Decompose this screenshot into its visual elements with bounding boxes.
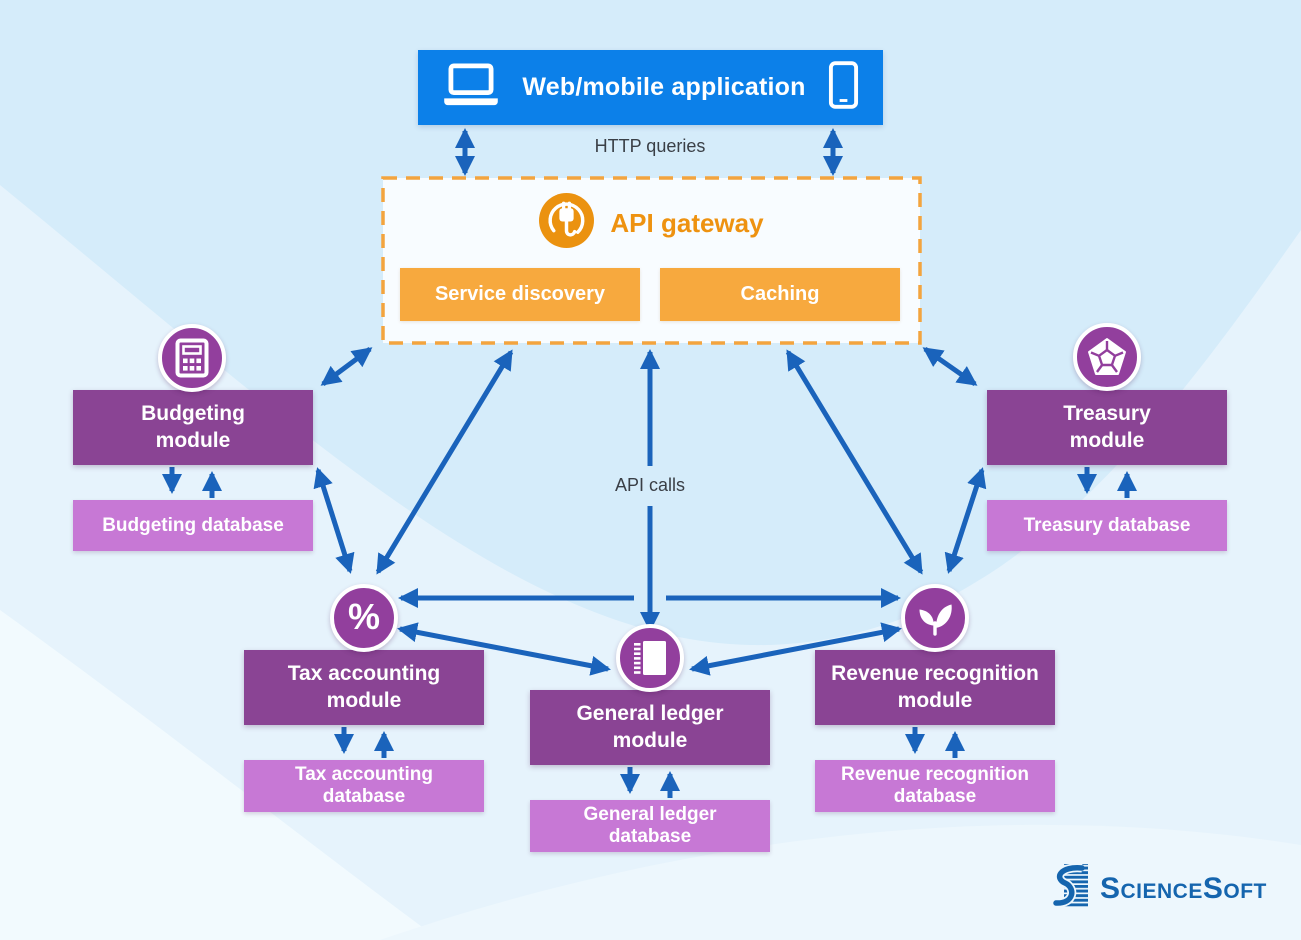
treasury-module-box: Treasury module xyxy=(987,390,1227,465)
sciencesoft-logo: ScienceSoft xyxy=(1048,862,1267,915)
laptop-icon xyxy=(442,63,500,112)
api-gateway-title: API gateway xyxy=(610,207,764,238)
service-discovery-box: Service discovery xyxy=(400,268,640,321)
caching-box: Caching xyxy=(660,268,900,321)
percent-icon: % xyxy=(330,584,398,652)
sciencesoft-logo-icon xyxy=(1048,862,1090,915)
smartphone-icon xyxy=(828,60,859,115)
arrow-gateway-tax xyxy=(375,349,514,575)
api-gateway-header: API gateway xyxy=(383,193,920,253)
gem-icon xyxy=(1073,323,1141,391)
budgeting-module-box: Budgeting module xyxy=(73,390,313,465)
app-title: Web/mobile application xyxy=(522,73,806,101)
budgeting-database-box: Budgeting database xyxy=(73,500,313,551)
tax-accounting-database-box: Tax accounting database xyxy=(244,760,484,812)
general-ledger-database-box: General ledger database xyxy=(530,800,770,852)
revenue-recognition-module-box: Revenue recognition module xyxy=(815,650,1055,725)
tax-accounting-module-box: Tax accounting module xyxy=(244,650,484,725)
arrow-budgeting-tax xyxy=(313,467,355,574)
leaf-icon xyxy=(901,584,969,652)
api-calls-label: API calls xyxy=(614,475,686,495)
sciencesoft-logo-text: ScienceSoft xyxy=(1100,871,1267,905)
ledger-icon xyxy=(616,624,684,692)
general-ledger-module-box: General ledger module xyxy=(530,690,770,765)
arrow-gateway-budgeting xyxy=(320,346,373,387)
plug-icon xyxy=(539,193,595,253)
web-mobile-application-box: Web/mobile application xyxy=(418,50,883,125)
arrow-treasury-revenue xyxy=(944,467,987,574)
treasury-database-box: Treasury database xyxy=(987,500,1227,551)
percent-glyph: % xyxy=(347,596,380,637)
http-queries-label: HTTP queries xyxy=(594,136,706,156)
arrow-gateway-revenue xyxy=(785,349,924,575)
arrow-gateway-treasury xyxy=(922,346,978,387)
calculator-icon xyxy=(158,324,226,392)
revenue-recognition-database-box: Revenue recognition database xyxy=(815,760,1055,812)
